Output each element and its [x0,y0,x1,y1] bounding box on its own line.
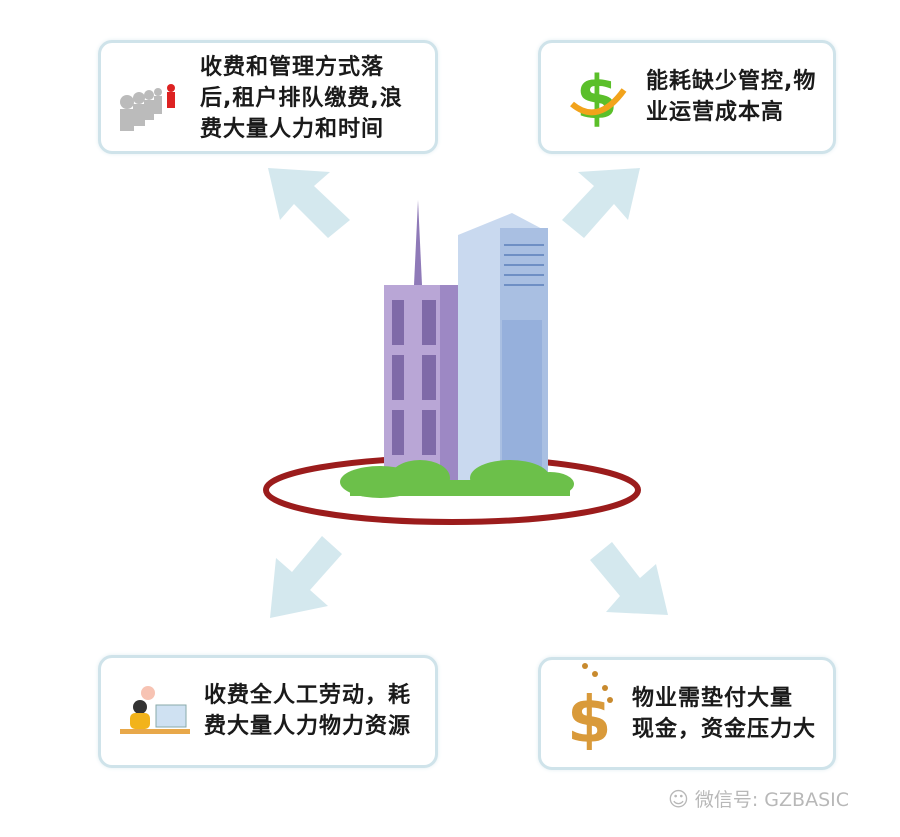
text-line: 能耗缺少管控,物 [646,69,817,94]
queue-people-icon [120,84,175,131]
green-dollar-icon: $ [570,63,627,130]
svg-text:$: $ [567,684,612,750]
arrows [268,168,668,618]
problem-box-bottom-right [538,657,836,770]
svg-text:$: $ [576,63,618,130]
building-right [458,213,548,480]
office-worker-icon [120,686,190,734]
arrow-top-right [562,168,640,238]
problem-box-top-right [538,40,836,154]
problem-text-top-left: 收费和管理方式落 后,租户排队缴费,浪 费大量人力和时间 [200,52,403,145]
arrow-bottom-left [270,536,342,618]
text-line: 业运营成本高 [646,100,785,125]
problem-text-bottom-right: 物业需垫付大量 现金，资金压力大 [632,683,816,745]
text-line: 现金，资金压力大 [632,717,817,742]
watermark: ☺ 微信号: GZBASIC [668,785,849,812]
watermark-text: 微信号: GZBASIC [694,789,850,811]
text-line: 收费和管理方式落 [200,55,385,80]
grass [340,460,574,498]
arrow-top-left [268,168,350,238]
text-line: 后,租户排队缴费,浪 [200,86,403,111]
text-line: 费大量人力物力资源 [204,714,412,739]
wechat-icon: ☺ [668,786,689,811]
problem-box-top-left [98,40,438,154]
arrow-bottom-right [590,542,668,615]
text-line: 费大量人力和时间 [200,117,385,142]
text-line: 收费全人工劳动，耗 [204,683,412,708]
text-line: 物业需垫付大量 [632,686,794,711]
problem-text-bottom-left: 收费全人工劳动，耗 费大量人力物力资源 [204,680,411,742]
gold-dollar-icon: $ [567,663,613,750]
problem-text-top-right: 能耗缺少管控,物 业运营成本高 [646,66,816,128]
building-left [384,200,462,480]
problem-box-bottom-left [98,655,438,768]
